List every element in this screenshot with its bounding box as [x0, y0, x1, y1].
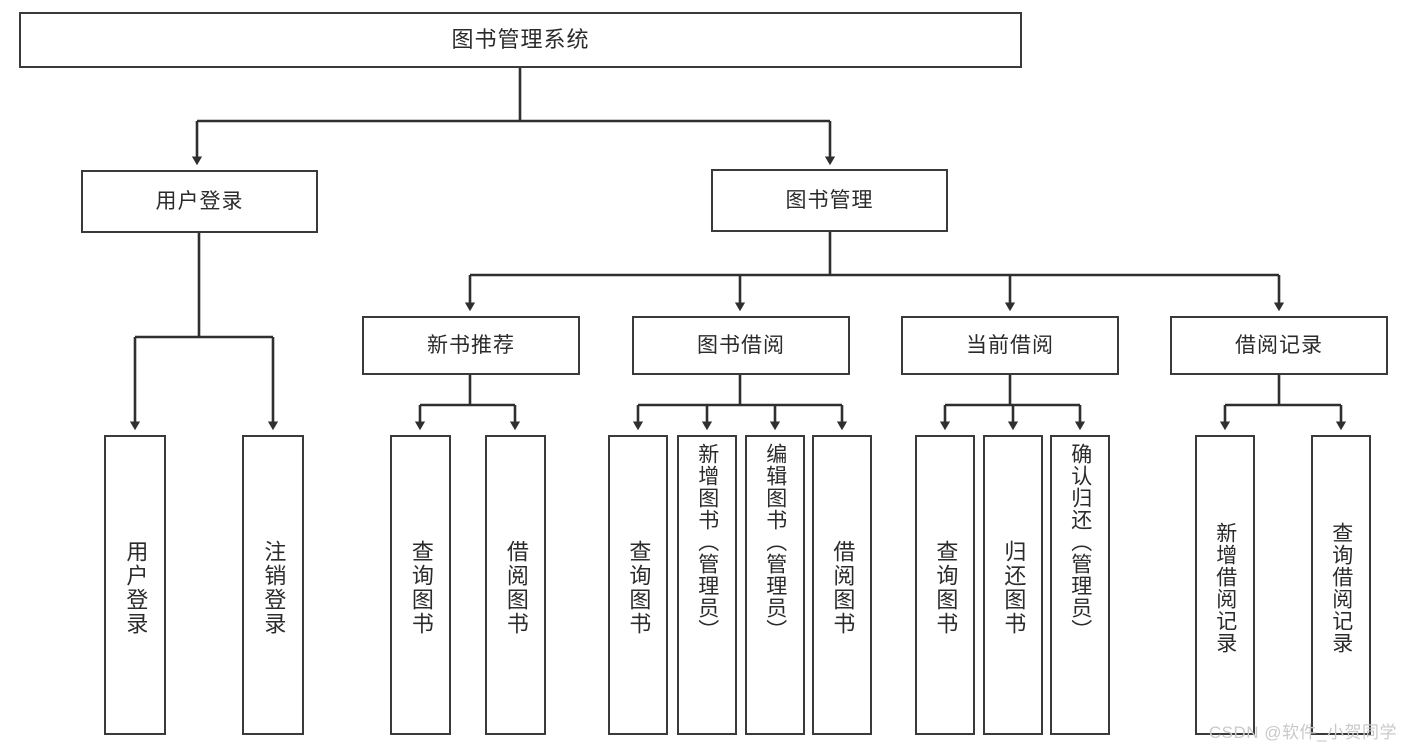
node-book-management-label: 图书管理 [785, 188, 874, 212]
leaf-record-add-record[interactable]: 新增借阅记录 [1195, 435, 1255, 735]
node-book-management[interactable]: 图书管理 [711, 169, 948, 232]
leaf-borrow-borrow-book-label: 借阅图书 [830, 540, 856, 636]
leaf-record-query-record[interactable]: 查询借阅记录 [1311, 435, 1371, 735]
leaf-user-login-login[interactable]: 用户登录 [104, 435, 166, 735]
node-book-borrow[interactable]: 图书借阅 [632, 316, 850, 375]
leaf-borrow-add-book-label: 新增图书（管理员） [695, 443, 719, 641]
node-borrow-record-label: 借阅记录 [1235, 333, 1323, 357]
leaf-borrow-add-book[interactable]: 新增图书（管理员） [677, 435, 737, 735]
leaf-user-login-logout-label: 注销登录 [261, 540, 287, 636]
leaf-record-query-record-label: 查询借阅记录 [1329, 522, 1353, 654]
leaf-new-book-borrow[interactable]: 借阅图书 [485, 435, 546, 735]
leaf-new-book-query[interactable]: 查询图书 [390, 435, 451, 735]
node-current-borrow[interactable]: 当前借阅 [901, 316, 1119, 375]
leaf-current-return-book[interactable]: 归还图书 [983, 435, 1043, 735]
leaf-current-confirm-return-label: 确认归还（管理员） [1068, 443, 1092, 641]
node-user-login-label: 用户登录 [155, 189, 244, 213]
node-current-borrow-label: 当前借阅 [966, 333, 1054, 357]
leaf-current-query-book[interactable]: 查询图书 [915, 435, 975, 735]
leaf-new-book-borrow-label: 借阅图书 [503, 540, 529, 636]
node-root-system-label: 图书管理系统 [451, 26, 590, 52]
leaf-user-login-logout[interactable]: 注销登录 [242, 435, 304, 735]
node-root-system[interactable]: 图书管理系统 [19, 12, 1022, 68]
leaf-borrow-query-book[interactable]: 查询图书 [608, 435, 668, 735]
leaf-current-return-book-label: 归还图书 [1001, 540, 1027, 636]
leaf-borrow-edit-book-label: 编辑图书（管理员） [763, 443, 787, 641]
node-borrow-record[interactable]: 借阅记录 [1170, 316, 1388, 375]
leaf-record-add-record-label: 新增借阅记录 [1213, 522, 1237, 654]
leaf-current-confirm-return[interactable]: 确认归还（管理员） [1050, 435, 1110, 735]
node-new-book-recommend[interactable]: 新书推荐 [362, 316, 580, 375]
node-user-login[interactable]: 用户登录 [81, 170, 318, 233]
leaf-new-book-query-label: 查询图书 [408, 540, 434, 636]
leaf-user-login-login-label: 用户登录 [123, 540, 149, 636]
leaf-borrow-query-book-label: 查询图书 [626, 540, 652, 636]
leaf-current-query-book-label: 查询图书 [933, 540, 959, 636]
connector-lines [129, 68, 1347, 431]
leaf-borrow-borrow-book[interactable]: 借阅图书 [812, 435, 872, 735]
node-book-borrow-label: 图书借阅 [697, 333, 785, 357]
node-new-book-recommend-label: 新书推荐 [427, 333, 515, 357]
leaf-borrow-edit-book[interactable]: 编辑图书（管理员） [745, 435, 805, 735]
